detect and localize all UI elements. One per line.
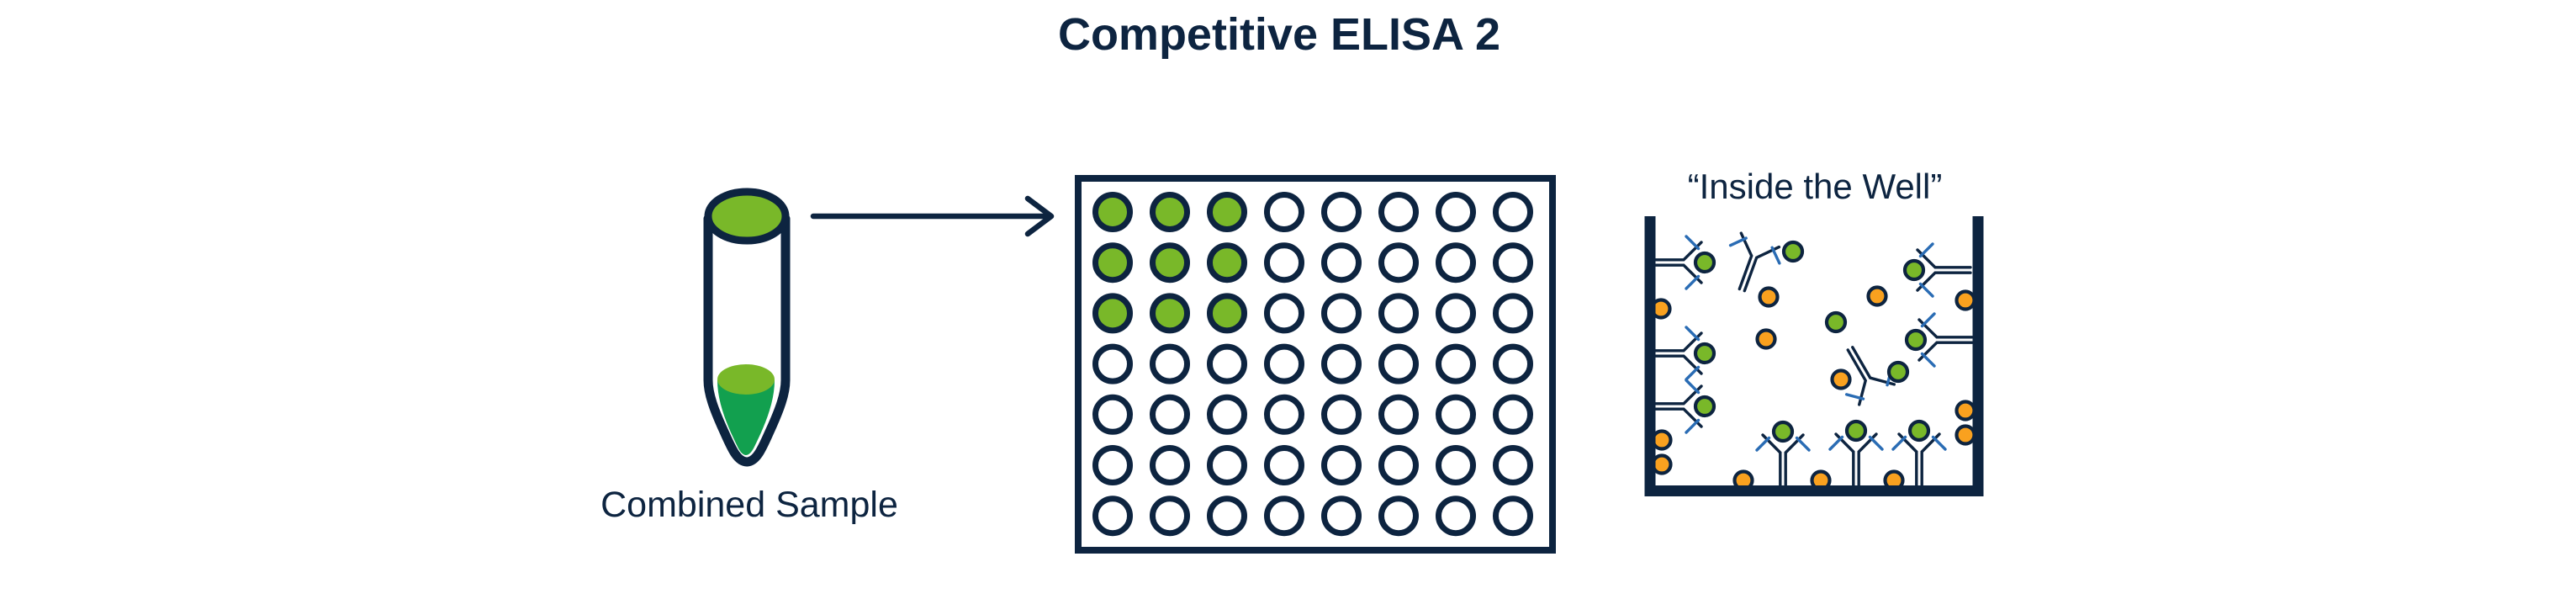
bound-antigen-green — [1902, 258, 1926, 282]
plate-well-empty — [1264, 394, 1304, 435]
bound-antigen-green — [1771, 420, 1795, 443]
plate-well-empty — [1264, 192, 1304, 232]
plate-well-empty — [1264, 445, 1304, 485]
plate-well-empty — [1321, 242, 1362, 284]
plate-well-empty — [1493, 496, 1533, 537]
plate-well-empty — [1150, 394, 1190, 435]
sample-tube — [703, 188, 791, 467]
plate-well-sample — [1150, 242, 1190, 284]
plate-well-empty — [1436, 343, 1476, 384]
plate-border — [1075, 175, 1556, 554]
plate-well-empty — [1207, 394, 1247, 435]
free-antigen-orange — [1954, 400, 1976, 421]
transfer-arrow — [810, 195, 1055, 237]
free-antigen-orange — [1866, 285, 1888, 307]
plate-well-empty — [1264, 343, 1304, 384]
plate-well-empty — [1493, 293, 1533, 334]
plate-well-empty — [1150, 343, 1190, 384]
plate-well-empty — [1493, 343, 1533, 384]
plate-well-empty — [1378, 242, 1419, 284]
plate-well-empty — [1150, 496, 1190, 537]
plate-well-empty — [1321, 293, 1362, 334]
free-antigen-green — [1824, 310, 1848, 334]
plate-well-sample — [1150, 293, 1190, 334]
well-cross-section — [1644, 216, 1984, 496]
plate-well-empty — [1207, 496, 1247, 537]
plate-well-empty — [1493, 192, 1533, 232]
plate-well-empty — [1436, 293, 1476, 334]
plate-well-empty — [1378, 192, 1419, 232]
plate-well-sample — [1092, 242, 1133, 284]
plate-well-empty — [1378, 293, 1419, 334]
bound-antigen-green — [1693, 251, 1716, 274]
plate-well-empty — [1321, 496, 1362, 537]
plate-well-empty — [1092, 394, 1133, 435]
plate-well-empty — [1493, 394, 1533, 435]
free-antigen-orange — [1954, 424, 1976, 446]
plate-well-empty — [1378, 394, 1419, 435]
free-antigen-orange — [1651, 429, 1673, 451]
plate-well-empty — [1321, 343, 1362, 384]
antibody-left-wall — [1647, 379, 1703, 434]
plate-well-empty — [1264, 242, 1304, 284]
antibody-left-wall — [1647, 235, 1703, 290]
plate-well-empty — [1207, 343, 1247, 384]
plate-well-empty — [1378, 496, 1419, 537]
free-antigen-orange — [1954, 289, 1976, 311]
free-antigen-green — [1781, 240, 1805, 263]
plate-well-sample — [1092, 293, 1133, 334]
bound-antigen-green — [1844, 419, 1868, 443]
antibody-right-wall — [1917, 312, 1974, 368]
plate-well-empty — [1436, 192, 1476, 232]
plate-well-empty — [1436, 394, 1476, 435]
plate-well-empty — [1150, 445, 1190, 485]
free-antigen-green — [1886, 360, 1910, 384]
plate-well-sample — [1207, 242, 1247, 284]
plate-well-empty — [1207, 445, 1247, 485]
plate-well-empty — [1321, 394, 1362, 435]
plate-well-empty — [1321, 445, 1362, 485]
plate-well-empty — [1264, 496, 1304, 537]
tube-liquid-surface — [717, 364, 775, 395]
plate-well-sample — [1092, 192, 1133, 232]
plate-well-sample — [1207, 192, 1247, 232]
plate-well-empty — [1493, 242, 1533, 284]
inside-the-well-label: “Inside the Well” — [1687, 167, 1943, 206]
free-antigen-orange — [1755, 328, 1777, 350]
antibody-bottom — [1828, 432, 1884, 489]
plate-well-empty — [1436, 445, 1476, 485]
plate-well-empty — [1092, 445, 1133, 485]
bound-antigen-green — [1693, 342, 1716, 365]
antibody-right-wall — [1916, 242, 1972, 298]
plate-well-empty — [1321, 192, 1362, 232]
plate-well-sample — [1150, 192, 1190, 232]
diagram-title: Competitive ELISA 2 — [1057, 9, 1501, 60]
plate-well-sample — [1207, 293, 1247, 334]
bound-antigen-green — [1693, 395, 1716, 418]
plate-well-empty — [1378, 445, 1419, 485]
plate-wells — [1092, 192, 1533, 537]
well-contents — [1647, 230, 1976, 491]
tube-liquid — [717, 380, 775, 455]
plate-well-empty — [1493, 445, 1533, 485]
antibody-bottom — [1755, 433, 1811, 490]
plate-well-empty — [1436, 496, 1476, 537]
free-antigen-orange — [1651, 453, 1673, 475]
bound-antigen-green — [1904, 328, 1928, 352]
plate-well-empty — [1092, 496, 1133, 537]
bound-antigen-green — [1907, 419, 1931, 443]
tube-opening — [704, 188, 790, 245]
combined-sample-label: Combined Sample — [600, 485, 898, 525]
well-walls — [1644, 216, 1984, 496]
free-antigen-orange — [1758, 286, 1780, 308]
free-antigen-orange — [1830, 368, 1852, 390]
plate-well-empty — [1436, 242, 1476, 284]
plate-well-empty — [1378, 343, 1419, 384]
plate-well-empty — [1092, 343, 1133, 384]
antibody-left-wall — [1647, 326, 1703, 381]
well-plate — [1075, 175, 1556, 554]
plate-well-empty — [1264, 293, 1304, 334]
